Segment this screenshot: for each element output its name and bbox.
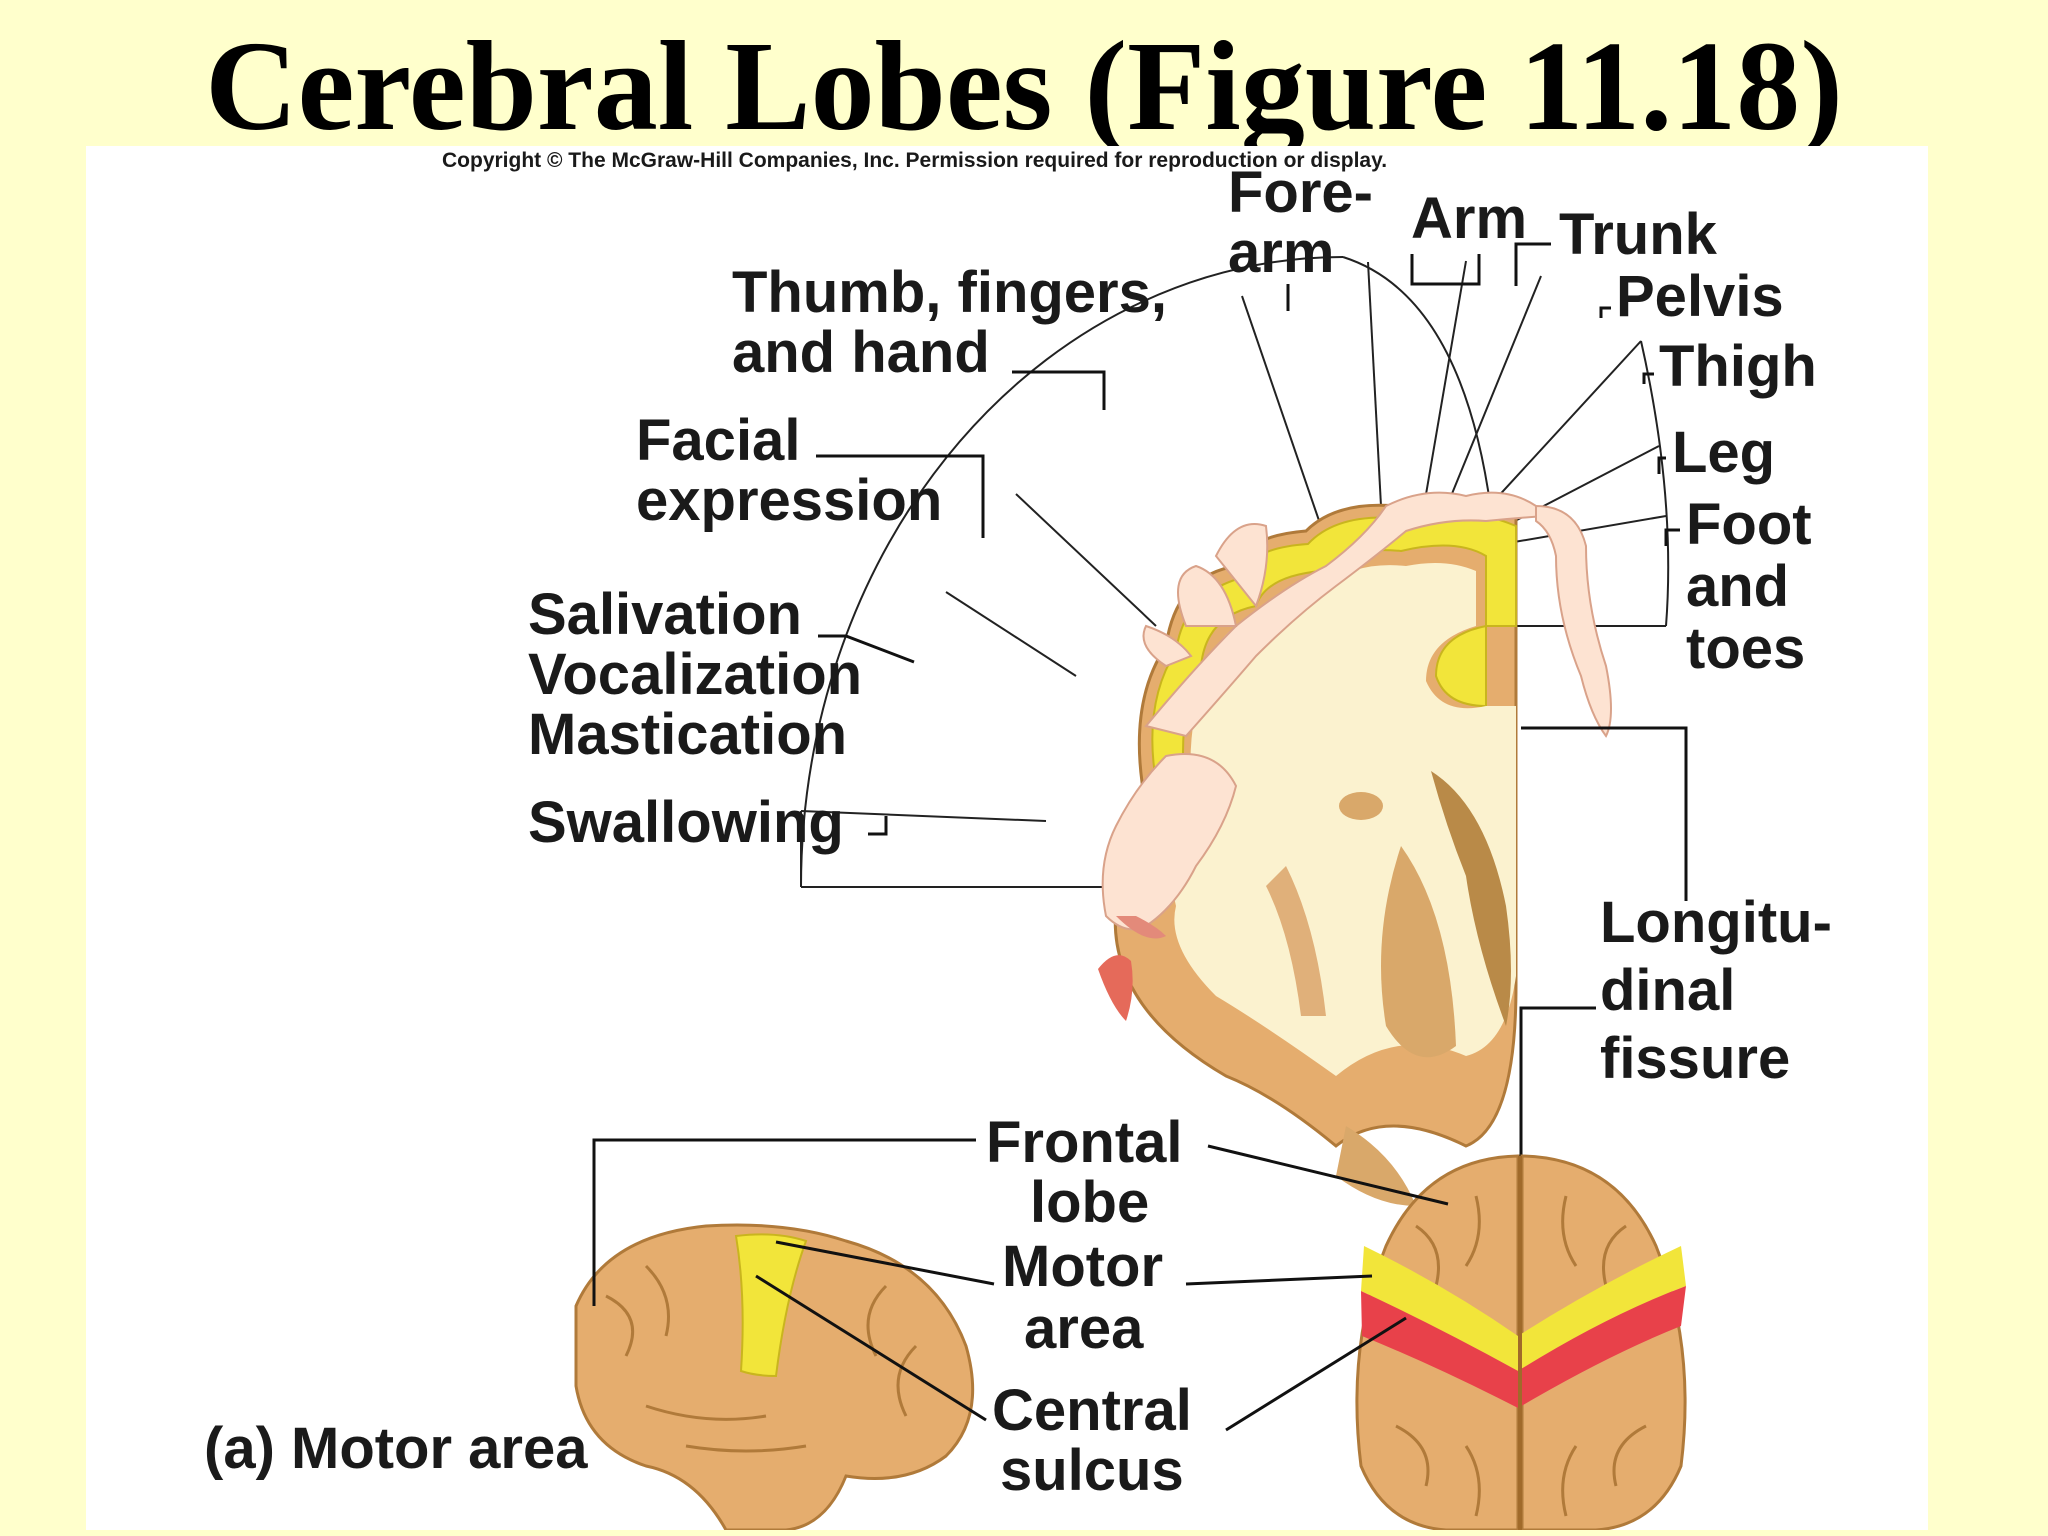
homunculus-tongue [1098,955,1133,1021]
label-swallowing: Swallowing [528,790,844,855]
leader-thumb [1012,370,1106,410]
leader-thigh [1642,372,1654,384]
band-outer-arc-far [1640,340,1670,627]
divider-swallowing [800,810,1047,822]
label-leg: Leg [1672,420,1775,485]
lateral-ventricle [1431,771,1511,1026]
leader-frontal-to-lateral [592,1138,976,1306]
band-outer-arc [800,256,1344,888]
divider-face [1015,493,1157,627]
leader-salivation [818,634,915,664]
leader-pelvis [1599,306,1611,318]
label-central-line2: sulcus [1000,1438,1184,1503]
label-longitudinal-line2: dinal [1600,958,1735,1023]
lateral-gyri [605,1264,918,1453]
label-facial-line1: Facial [636,408,800,473]
leader-central-to-lateral [755,1274,987,1422]
lateral-motor-area-strip [734,1233,808,1378]
copyright-notice: Copyright © The McGraw-Hill Companies, I… [442,149,1387,172]
leader-longitudinal-bottom [1519,1006,1596,1156]
lateral-brain-view [574,1223,975,1530]
label-forearm-line1: Fore- [1228,160,1373,225]
leader-leg [1657,456,1666,474]
band-outer-arc-right [1342,256,1494,527]
leader-swallowing [868,816,888,836]
label-pelvis: Pelvis [1616,264,1784,329]
divider-mouth [945,591,1077,677]
internal-capsule-fold [1266,866,1326,1016]
label-frontal-line2: lobe [1030,1170,1149,1235]
label-frontal-line1: Frontal [986,1110,1183,1175]
label-facial-line2: expression [636,468,942,533]
label-motor-line2: area [1024,1296,1144,1361]
label-forearm-line2: arm [1228,220,1334,285]
label-central-line1: Central [992,1378,1192,1443]
label-foot-line3: toes [1686,616,1805,681]
leader-arm [1410,254,1481,286]
superior-gyri [1395,1195,1647,1517]
divider-hand [1241,295,1327,542]
label-trunk: Trunk [1559,202,1718,267]
leader-central-to-superior [1225,1316,1407,1432]
motor-area-diagram: Copyright © The McGraw-Hill Companies, I… [204,149,1832,1530]
label-motor-line1: Motor [1002,1234,1163,1299]
temporal-fold [1336,1126,1416,1206]
leader-frontal-to-superior [1207,1144,1449,1206]
basal-nucleus [1381,846,1456,1058]
superior-central-sulcus-strip [1361,1286,1686,1408]
homunculus-band [800,256,1670,888]
nucleus-small [1339,792,1383,820]
label-longitudinal-line3: fissure [1600,1026,1790,1091]
leader-longitudinal-top [1521,726,1688,901]
label-vocalization: Vocalization [528,642,862,707]
leader-motor-to-lateral [775,1240,995,1286]
figure-panel: Copyright © The McGraw-Hill Companies, I… [86,146,1928,1530]
label-thumb-line2: and hand [732,320,990,385]
slide-title: Cerebral Lobes (Figure 11.18) [205,15,1843,157]
figure-caption: (a) Motor area [204,1416,588,1481]
divider-forearm [1367,261,1382,507]
label-foot-line1: Foot [1686,492,1812,557]
homunculus-mouth [1116,916,1166,939]
label-longitudinal-line1: Longitu- [1600,890,1832,955]
label-mastication: Mastication [528,702,847,767]
leader-foot [1664,528,1680,546]
divider-trunk [1448,275,1542,502]
homunculus-leg-and-foot [1535,504,1612,738]
label-salivation: Salivation [528,582,802,647]
homunculus-figure [1098,491,1612,1021]
homunculus-leader-lines [816,242,1680,836]
label-foot-line2: and [1686,554,1789,619]
label-arm: Arm [1411,186,1527,251]
divider-arm [1423,260,1467,507]
superior-brain-view [1355,1154,1687,1530]
homunculus-labels: Fore- arm Arm Trunk Pelvis Thigh Leg Foo… [528,160,1817,855]
label-thumb-line1: Thumb, fingers, [732,260,1167,325]
superior-motor-area-strip [1361,1246,1686,1371]
leader-facial [816,454,985,538]
leader-trunk [1514,242,1551,286]
leader-motor-to-superior [1185,1274,1373,1286]
homunculus-fingers [1142,523,1269,668]
label-thigh: Thigh [1659,334,1817,399]
